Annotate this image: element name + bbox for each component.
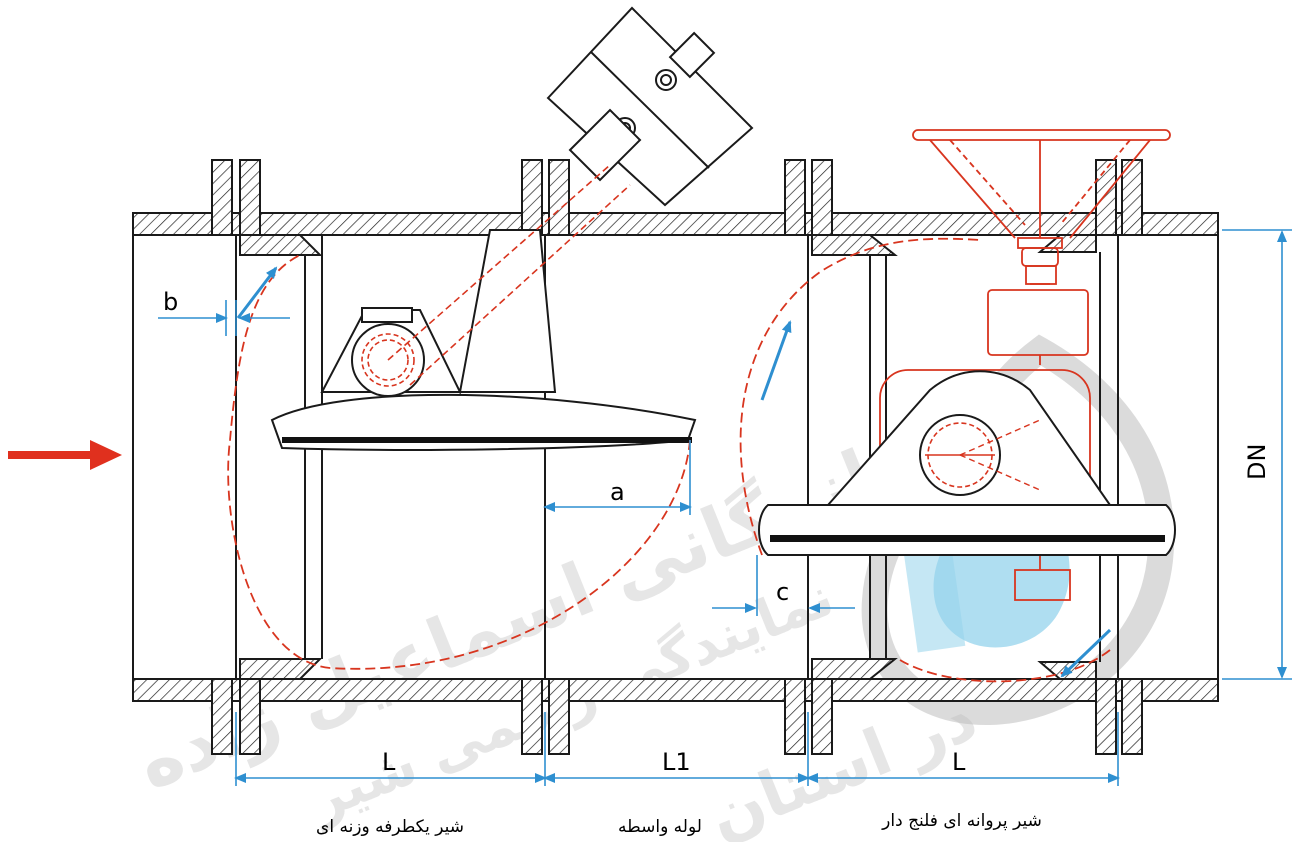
flange-pair-3: [784, 159, 898, 755]
pipe-walls: [132, 212, 1219, 702]
butterfly-valve-disc: [758, 504, 1176, 556]
check-valve-swing-arc: [227, 254, 691, 670]
pipe-top-wall: [132, 212, 1219, 236]
flange-pair-2: [521, 159, 570, 755]
check-valve: [227, 6, 754, 670]
pipe-bottom-wall: [132, 678, 1219, 702]
caption-check-valve: شیر یکطرفه وزنه ای: [316, 817, 464, 837]
dim-label-b: b: [163, 288, 178, 316]
dim-label-a: a: [610, 478, 625, 506]
flange-pair-1: [211, 159, 323, 755]
dimension-lines: [158, 229, 1292, 786]
dim-label-l-right: L: [952, 748, 966, 776]
dim-label-c: c: [776, 578, 789, 606]
flow-direction-arrow-icon: [8, 440, 122, 470]
caption-spool-pipe: لوله واسطه: [618, 817, 702, 837]
dim-label-dn: DN: [1243, 444, 1271, 480]
counterweight-box: [546, 6, 754, 207]
caption-butterfly-valve: شیر پروانه ای فلنج دار: [881, 811, 1042, 831]
dim-label-l1: L1: [662, 748, 691, 776]
dim-label-l-left: L: [382, 748, 396, 776]
flanges: [211, 159, 1143, 755]
butterfly-valve-swing-arc: [739, 237, 1111, 683]
butterfly-valve-shaft: [919, 414, 1001, 496]
butterfly-valve-body: [825, 370, 1112, 506]
butterfly-valve: [739, 129, 1176, 683]
